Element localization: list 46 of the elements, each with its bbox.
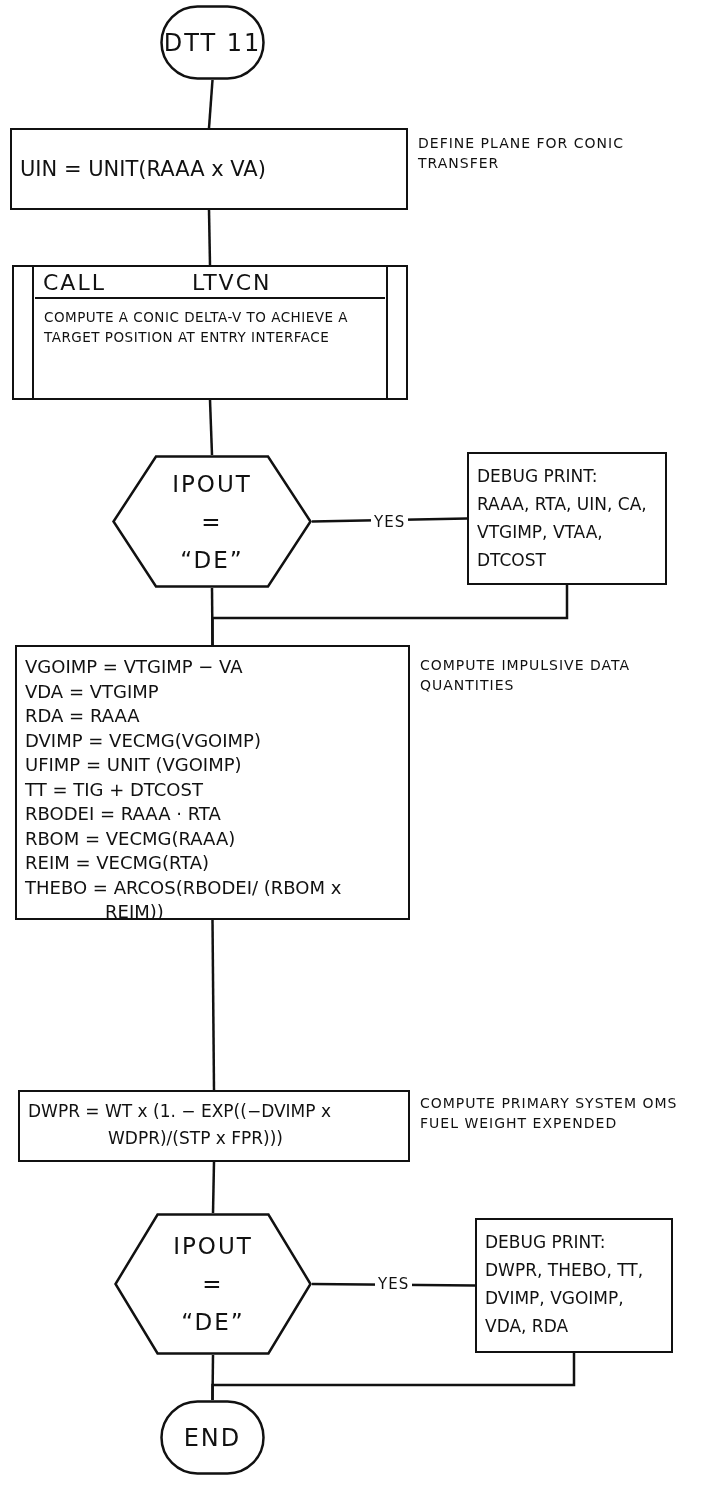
decision-text: IPOUT [173,1232,253,1261]
process-description: COMPUTE A CONIC DELTA-V TO ACHIEVE A TARGET POSITION AT ENTRY INTERFACE [44,308,350,347]
subroutine-call-text: CALL LTVCN [35,267,385,299]
connector-line [211,1355,215,1400]
equation-text: DWPR = WT x (1. − EXP((−DVIMP x WDPR)/(STP x FPR))) [28,1100,332,1150]
annotation-text: COMPUTE IMPULSIVE DATA QUANTITIES [420,656,632,695]
decision-text: = [201,507,223,537]
terminator-label: END [183,1422,242,1453]
connector-line [211,1161,216,1214]
annotation-text: COMPUTE PRIMARY SYSTEM OMS FUEL WEIGHT EXPENDED [420,1094,679,1133]
connector-line [208,399,214,456]
equation-text: RDA = RAAA [25,704,141,728]
process-box [475,1218,673,1353]
terminator-node [160,1400,265,1475]
decision-hexagon [114,1213,312,1355]
terminator-label: DTT 11 [163,27,262,58]
variable-list: DWPR, THEBO, TT, DVIMP, VGOIMP, VDA, RDA [485,1256,667,1340]
connector-line [207,209,212,266]
decision-text: “DE” [181,1308,245,1337]
debug-heading: DEBUG PRINT: [485,1231,607,1254]
annotation-text: DEFINE PLANE FOR CONIC TRANSFER [418,134,625,173]
connector-line [211,920,216,1090]
equation-text: VGOIMP = VTGIMP − VA [25,655,244,679]
equation-text: THEBO = ARCOS(RBODEI/ (RBOM x REIM)) [25,875,343,924]
process-box [15,645,410,920]
process-box [18,1090,410,1162]
equation-text: VDA = VTGIMP [25,679,160,704]
connector-line [210,588,214,645]
decision-text: IPOUT [172,469,252,499]
variable-list: RAAA, RTA, UIN, CA, VTGIMP, VTAA, DTCOST [477,490,661,574]
equation-text: RBOM = VECMG(RAAA) [25,826,237,851]
process-box [467,452,667,585]
equation-text: REIM = VECMG(RTA) [25,851,211,875]
terminator-node [160,5,265,80]
decision-hexagon [112,455,312,588]
equation-text: UFIMP = UNIT (VGOIMP) [25,753,243,777]
connector-line [207,79,214,129]
debug-heading: DEBUG PRINT: [477,465,599,488]
decision-text: = [202,1270,224,1299]
decision-text: “DE” [180,545,244,575]
equation-text: RBODEI = RAAA · RTA [25,802,222,826]
predefined-process-box [12,265,408,400]
equation-text: TT = TIG + DTCOST [25,777,204,802]
equation-text: DVIMP = VECMG(VGOIMP) [25,728,262,753]
equation-text: UIN = UNIT(RAAA x VA) [20,156,267,183]
process-box [10,128,408,210]
